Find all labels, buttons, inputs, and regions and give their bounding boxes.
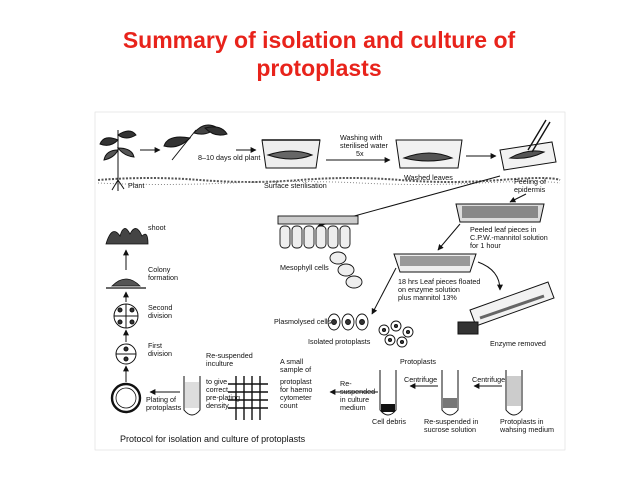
caption: Protocol for isolation and culture of pr…: [120, 434, 306, 444]
label-washing-medium-2: wahsing medium: [499, 425, 554, 434]
label-sucrose-2: sucrose solution: [424, 425, 476, 434]
label-surface-sterilisation: Surface sterilisation: [264, 181, 327, 190]
label-enzyme-3: plus mannitol 13%: [398, 293, 457, 302]
label-peeled-3: for 1 hour: [470, 241, 501, 250]
tilted-dish-icon: [457, 281, 555, 335]
label-old-plant: 8–10 days old plant: [198, 153, 260, 162]
label-washing-3: 5x: [356, 149, 364, 158]
label-peeling-2: epidermis: [514, 185, 546, 194]
label-re-4: medium: [340, 403, 366, 412]
label-small-1: A small: [280, 357, 304, 366]
label-give-1: to give: [206, 377, 227, 386]
label-give-3: pre-plating: [206, 393, 240, 402]
label-plating-1: Plating of: [146, 395, 176, 404]
label-cell-debris: Cell debris: [372, 417, 406, 426]
label-shoot: shoot: [148, 223, 166, 232]
label-re-1: Re-: [340, 379, 352, 388]
peeled-leaf-dish-icon: [455, 203, 545, 223]
label-give-2: correct: [206, 385, 228, 394]
label-give-4: density: [206, 401, 229, 410]
tube-culture-icon: [183, 376, 201, 416]
tube-sucrose-icon: [441, 370, 459, 416]
mesophyll-tissue-icon: [277, 215, 363, 289]
label-proto-2: for haemo: [280, 385, 312, 394]
label-plant: Plant: [128, 181, 144, 190]
label-washing-2: sterilised water: [340, 141, 389, 150]
leaf-sprig-icon: [163, 124, 228, 161]
label-sucrose-1: Re-suspended in: [424, 417, 478, 426]
label-centrifuge-1: Centrifuge: [404, 375, 437, 384]
plating-dish-icon: [110, 382, 142, 414]
label-peeled-1: Peeled leaf pieces in: [470, 225, 536, 234]
soil-strip: [97, 177, 561, 185]
tube-washing-medium-icon: [505, 370, 523, 416]
label-enzyme-2: on enzyme solution: [398, 285, 460, 294]
label-isolated: Isolated protoplasts: [308, 337, 371, 346]
label-enzyme-1: 18 hrs Leaf pieces floated: [398, 277, 480, 286]
peeling-dish-icon: [499, 119, 557, 171]
label-washing-1: Washing with: [340, 133, 382, 142]
label-first-1: First: [148, 341, 162, 350]
colony-icon: [106, 278, 146, 289]
isolated-protoplasts-icon: [378, 320, 414, 348]
label-mesophyll: Mesophyll cells: [280, 263, 329, 272]
label-centrifuge-2: Centrifuge: [472, 375, 505, 384]
label-second-1: Second: [148, 303, 172, 312]
title-line-2: protoplasts: [256, 55, 382, 81]
label-protoplasts: Protoplasts: [400, 357, 436, 366]
tube-cell-debris-icon: [379, 370, 397, 416]
label-second-2: division: [148, 311, 172, 320]
label-first-2: division: [148, 349, 172, 358]
label-proto-4: count: [280, 401, 298, 410]
label-proto-3: cytometer: [280, 393, 312, 402]
label-re-3: in culture: [340, 395, 369, 404]
first-division-icon: [115, 343, 137, 365]
label-peeling-1: Peeling of: [514, 177, 546, 186]
label-proto-1: protoplast: [280, 377, 312, 386]
plasmolysed-cells-icon: [327, 313, 369, 331]
label-washing-medium-1: Protoplasts in: [500, 417, 544, 426]
label-resusp-2: inculture: [206, 359, 233, 368]
title-line-1: Summary of isolation and culture of: [122, 27, 516, 53]
enzyme-dish-icon: [393, 253, 477, 273]
label-small-2: sample of: [280, 365, 311, 374]
label-colony-2: formation: [148, 273, 178, 282]
label-colony-1: Colony: [148, 265, 171, 274]
page-title: Summary of isolation and culture of prot…: [0, 26, 638, 82]
label-plasmolysed: Plasmolysed cells: [274, 317, 332, 326]
haemocytometer-grid-icon: [228, 376, 268, 420]
second-division-icon: [113, 303, 139, 329]
label-enzyme-removed: Enzyme removed: [490, 339, 546, 348]
washed-leaves-dish-icon: [395, 139, 463, 169]
shoot-icon: [105, 228, 149, 245]
label-peeled-2: C.P.W.-mannitol solution: [470, 233, 548, 242]
sterilisation-dish-icon: [261, 139, 321, 169]
diagram-frame: [94, 111, 566, 451]
label-washed-leaves: Washed leaves: [404, 173, 453, 182]
label-plating-2: protoplasts: [146, 403, 182, 412]
plant-icon: [99, 130, 137, 191]
label-resusp-1: Re-suspended: [206, 351, 253, 360]
